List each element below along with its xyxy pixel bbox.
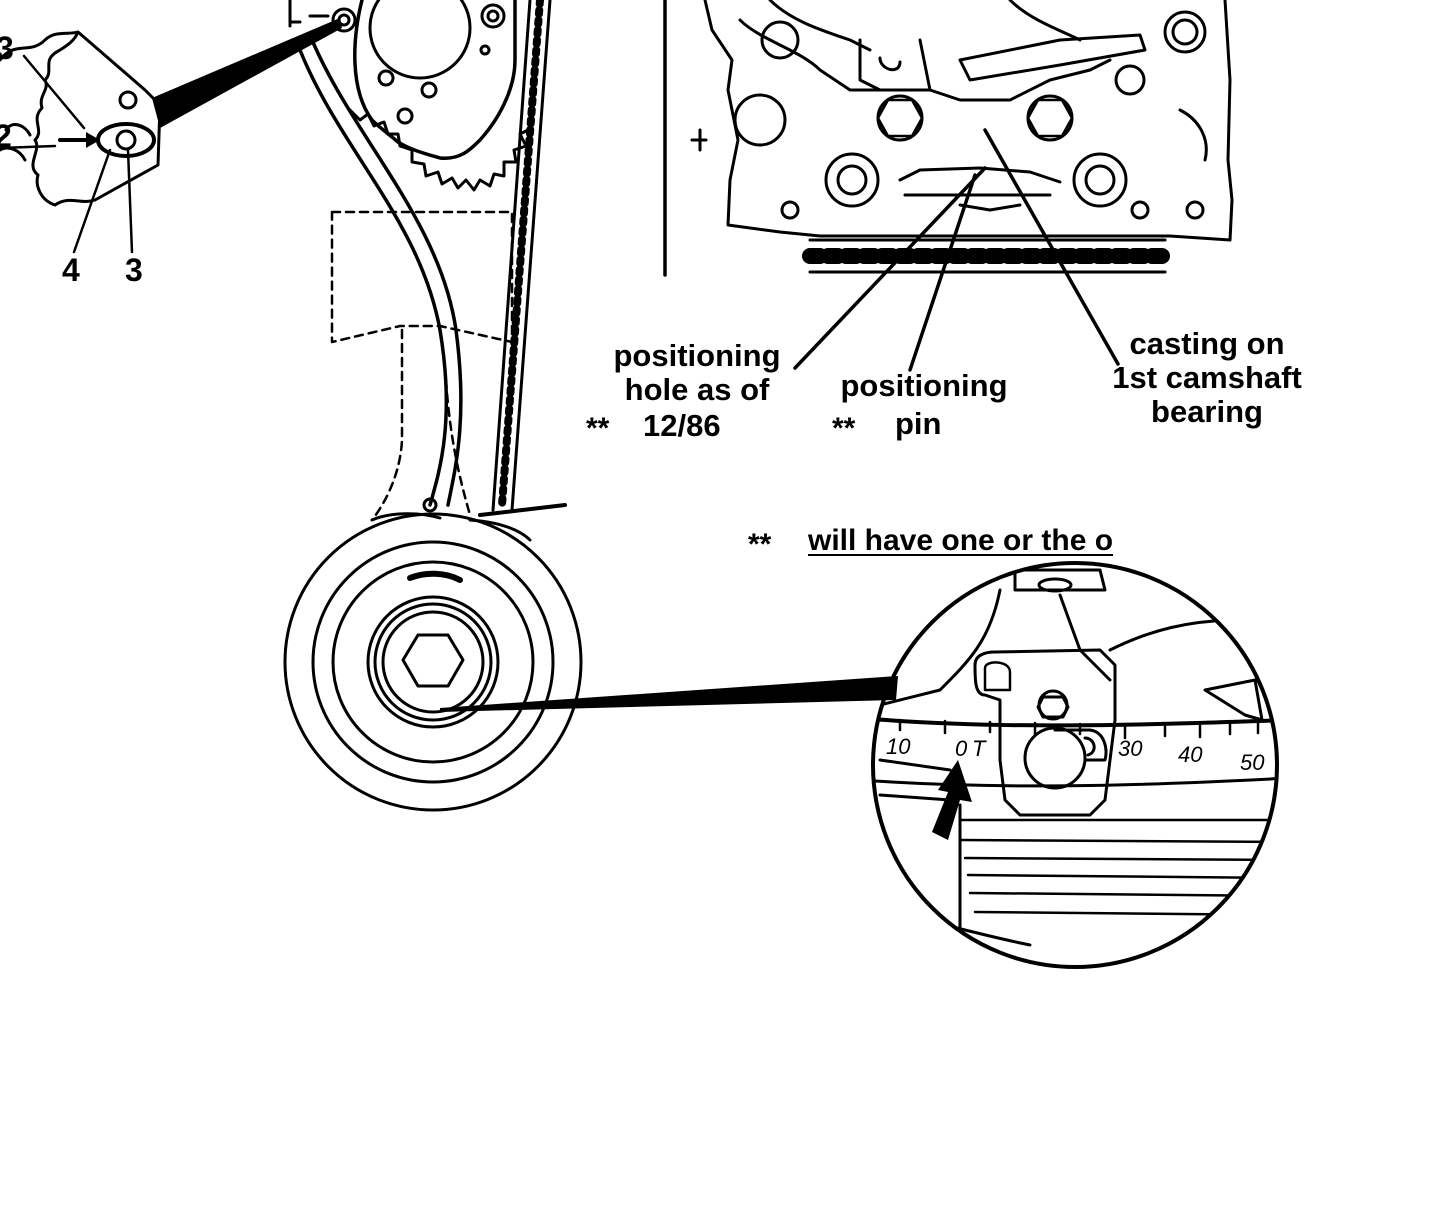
label-casting-line1: casting on <box>1129 326 1285 361</box>
scale-label-50: 50 <box>1240 750 1265 775</box>
hidden-outline <box>330 210 514 522</box>
timing-chain <box>491 0 552 512</box>
magnified-detail <box>871 561 1279 969</box>
callout-4: 4 <box>62 252 80 288</box>
edge-fragment-3: 3 <box>0 30 14 66</box>
callout-3: 3 <box>125 252 143 288</box>
scale-label-30: 30 <box>1118 736 1143 761</box>
pointer-wedge <box>152 18 342 128</box>
camshaft-sprocket <box>288 0 534 192</box>
scale-label-t: T <box>972 736 986 761</box>
chain-guide-outer <box>298 48 449 507</box>
label-casting-line2: 1st camshaft <box>1112 360 1302 395</box>
edge-fragment-2: 2 <box>0 118 12 154</box>
chain-guide-inner <box>310 38 463 507</box>
asterisks-note: ** <box>748 528 772 561</box>
scale-label-10: 10 <box>886 734 911 759</box>
timing-mark-arrow <box>932 760 972 840</box>
scale-label-40: 40 <box>1178 742 1203 767</box>
label-positioning-hole-date: 12/86 <box>643 408 721 443</box>
pointer-wedge-2 <box>440 676 898 712</box>
crankshaft-pulley <box>283 512 583 812</box>
label-positioning-pin-line1: positioning <box>840 368 1008 403</box>
footnote: will have one or the o <box>808 526 1114 556</box>
cylinder-head <box>663 0 1234 277</box>
label-casting-line3: bearing <box>1151 394 1263 429</box>
label-positioning-hole-line1: positioning <box>613 338 781 373</box>
label-positioning-pin-line2: pin <box>895 406 942 441</box>
asterisks-pin: ** <box>832 412 856 445</box>
asterisks-hole: ** <box>586 412 610 445</box>
scale-label-0: 0 <box>955 736 968 761</box>
label-positioning-hole-line2: hole as of <box>624 372 770 407</box>
